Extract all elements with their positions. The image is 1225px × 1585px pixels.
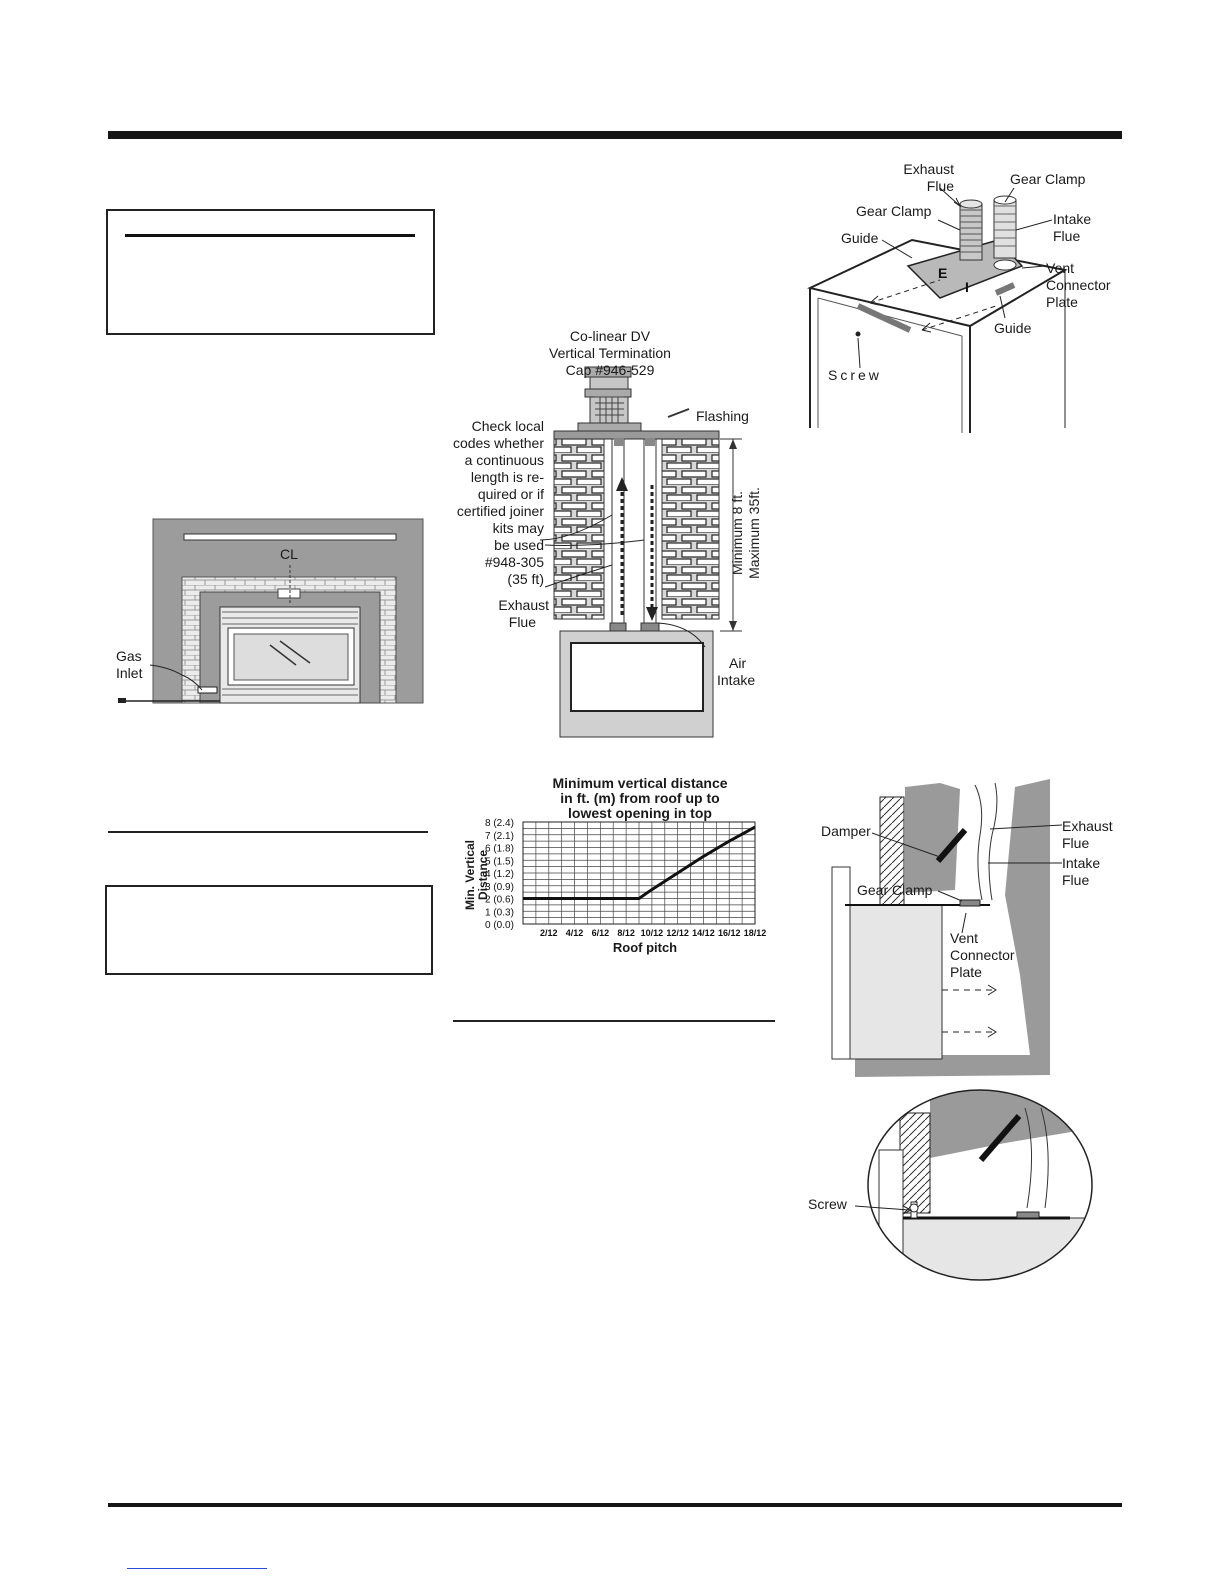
- chart-y-tick-label: 1 (0.3): [485, 907, 514, 918]
- check-local-line6: certified joiner: [456, 503, 544, 519]
- intake-flue-label-line1: Intake: [1053, 211, 1092, 227]
- chart-plot: 8 (2.4) 7 (2.1) 6 (1.8)5 (1.5) 4 (1.2) 3 (0.…: [485, 818, 767, 938]
- check-local-line5: quired or if: [477, 486, 544, 502]
- screw-detail-drawing: [854, 1089, 1093, 1281]
- chart-xlabel: Roof pitch: [612, 940, 678, 955]
- damper-label: Damper: [821, 823, 871, 839]
- chart-title-line1: Minimum vertical distance: [552, 775, 728, 791]
- damper-vent-label-line2: Connector: [950, 947, 1015, 963]
- check-local-line8: be used: [494, 537, 544, 553]
- chart-x-tick-label: 6/12: [592, 928, 610, 938]
- height-label-line2: Maximum 35ft.: [746, 487, 762, 579]
- fireplace-front-drawing: [118, 518, 424, 704]
- damper-vent-label-line1: Vent: [950, 930, 979, 946]
- roof-pitch-chart: Minimum vertical distance in ft. (m) fro…: [450, 772, 780, 957]
- cap-label-line2: Vertical Termination: [549, 345, 671, 361]
- footer-link-underline[interactable]: [127, 1568, 267, 1569]
- chart-y-tick-label: 5 (1.5): [485, 856, 514, 867]
- check-local-line3: a continuous: [464, 452, 544, 468]
- guide-right-label: Guide: [994, 320, 1032, 336]
- chart-x-tick-label: 10/12: [641, 928, 664, 938]
- plate-letter-i: I: [965, 279, 969, 295]
- vent-connector-drawing: E I: [806, 187, 1068, 433]
- vertical-termination-figure: Co-linear DV Vertical Termination Cap #9…: [440, 325, 775, 740]
- screw-detail-figure: Screw: [805, 1088, 1095, 1283]
- header-rule: [108, 131, 1122, 139]
- gear-clamp-left-label: Gear Clamp: [856, 203, 932, 219]
- chart-x-tick-label: 8/12: [617, 928, 635, 938]
- exhaust-flue-label-line1: Exhaust: [903, 161, 954, 177]
- chart-title-line3: lowest opening in top: [568, 805, 712, 821]
- notice-box-bottom: [105, 885, 433, 975]
- gas-inlet-label-line1: Gas: [116, 648, 142, 664]
- check-local-line7: kits may: [492, 520, 544, 536]
- cap-label-line1: Co-linear DV: [569, 328, 651, 344]
- notice-box-top-rule: [125, 234, 415, 237]
- exhaust-label-line2: Flue: [508, 614, 536, 630]
- check-local-line1: Check local: [471, 418, 544, 434]
- air-intake-label-line2: Intake: [717, 672, 756, 688]
- vent-connector-label-line3: Plate: [1046, 294, 1078, 310]
- chart-y-tick-label: 0 (0.0): [485, 920, 514, 931]
- damper-vent-label-line3: Plate: [950, 964, 982, 980]
- chart-y-tick-label: 4 (1.2): [485, 869, 514, 880]
- footer-rule: [108, 1503, 1122, 1507]
- gear-clamp-right-label: Gear Clamp: [1010, 171, 1086, 187]
- check-local-line9: #948-305: [484, 554, 544, 570]
- chart-x-tick-label: 2/12: [540, 928, 558, 938]
- height-label-line1: Minimum 8 ft.: [729, 491, 745, 576]
- chart-x-tick-label: 18/12: [744, 928, 767, 938]
- air-intake-label-line1: Air: [729, 655, 747, 671]
- chart-x-tick-label: 4/12: [566, 928, 584, 938]
- guide-left-label: Guide: [841, 230, 879, 246]
- notice-box-top: [106, 209, 435, 335]
- chart-y-tick-label: 7 (2.1): [485, 831, 514, 842]
- intake-flue-label-line2: Flue: [1053, 228, 1081, 244]
- fireplace-front-figure: CL Gas Inlet: [110, 515, 430, 715]
- check-local-line10: (35 ft): [507, 571, 544, 587]
- chart-y-tick-label: 2 (0.6): [485, 895, 514, 906]
- detail-screw-label: Screw: [808, 1196, 847, 1212]
- plate-letter-e: E: [938, 265, 947, 281]
- chart-x-tick-label: 12/12: [666, 928, 689, 938]
- check-local-line4: length is re-: [470, 469, 544, 485]
- damper-gear-clamp-label: Gear Clamp: [857, 882, 933, 898]
- damper-intake-label-line2: Flue: [1062, 872, 1090, 888]
- damper-drawing: [831, 779, 1063, 1077]
- vertical-termination-drawing: [539, 366, 742, 738]
- vent-connector-label-line1: Vent: [1046, 260, 1075, 276]
- check-local-line2: codes whether: [452, 435, 544, 451]
- chart-y-tick-label: 8 (2.4): [485, 818, 514, 829]
- damper-exhaust-label-line2: Flue: [1062, 835, 1090, 851]
- flashing-label: Flashing: [696, 408, 749, 424]
- exhaust-label-line1: Exhaust: [498, 597, 549, 613]
- chart-y-tick-label: 3 (0.9): [485, 882, 514, 893]
- chart-x-tick-label: 14/12: [692, 928, 715, 938]
- section-rule-left: [108, 831, 428, 833]
- damper-intake-label-line1: Intake: [1062, 855, 1101, 871]
- vent-connector-figure: E I Exhaust Flue Gear Clamp Gear Clamp I…: [800, 158, 1125, 436]
- damper-figure: Damper Exhaust Flue Intake Flue Gear Cla…: [820, 775, 1125, 1080]
- exhaust-flue-label-line2: Flue: [926, 178, 954, 194]
- cap-label-line3: Cap #946-529: [565, 362, 655, 378]
- chart-title-line2: in ft. (m) from roof up to: [560, 790, 720, 806]
- damper-exhaust-label-line1: Exhaust: [1062, 818, 1113, 834]
- chart-x-tick-label: 16/12: [718, 928, 741, 938]
- chart-frame: [522, 821, 756, 925]
- section-rule-middle: [453, 1020, 775, 1022]
- gas-inlet-label-line2: Inlet: [116, 665, 143, 681]
- vent-connector-label-line2: Connector: [1046, 277, 1111, 293]
- screw-label: Screw: [828, 367, 882, 383]
- centerline-label: CL: [280, 546, 298, 562]
- chart-y-tick-label: 6 (1.8): [485, 844, 514, 855]
